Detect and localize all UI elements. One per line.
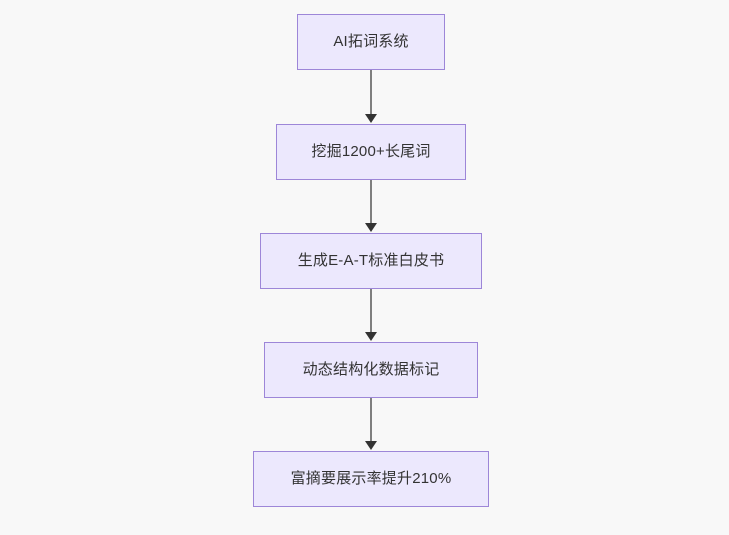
- edge-node3-to-node4-arrowhead: [365, 332, 377, 341]
- flow-node-ai-keyword-system[interactable]: AI拓词系统: [297, 14, 445, 70]
- flow-node-label: 动态结构化数据标记: [302, 361, 440, 378]
- edge-node2-to-node3-arrowhead: [365, 223, 377, 232]
- flow-node-mine-longtail-keywords[interactable]: 挖掘1200+长尾词: [276, 124, 466, 180]
- flow-node-label: 生成E-A-T标准白皮书: [297, 252, 445, 269]
- flow-node-dynamic-structured-data-markup[interactable]: 动态结构化数据标记: [264, 342, 478, 398]
- edge-node4-to-node5-arrowhead: [365, 441, 377, 450]
- flow-node-label: 挖掘1200+长尾词: [311, 143, 431, 160]
- edge-node4-to-node5: [370, 398, 372, 442]
- edge-node3-to-node4: [370, 289, 372, 333]
- edge-node1-to-node2: [370, 70, 372, 115]
- flow-node-generate-eat-whitepaper[interactable]: 生成E-A-T标准白皮书: [260, 233, 482, 289]
- flow-node-label: AI拓词系统: [333, 33, 409, 50]
- flow-node-rich-snippet-impression-lift[interactable]: 富摘要展示率提升210%: [253, 451, 489, 507]
- edge-node2-to-node3: [370, 180, 372, 224]
- flow-node-label: 富摘要展示率提升210%: [290, 470, 452, 487]
- edge-node1-to-node2-arrowhead: [365, 114, 377, 123]
